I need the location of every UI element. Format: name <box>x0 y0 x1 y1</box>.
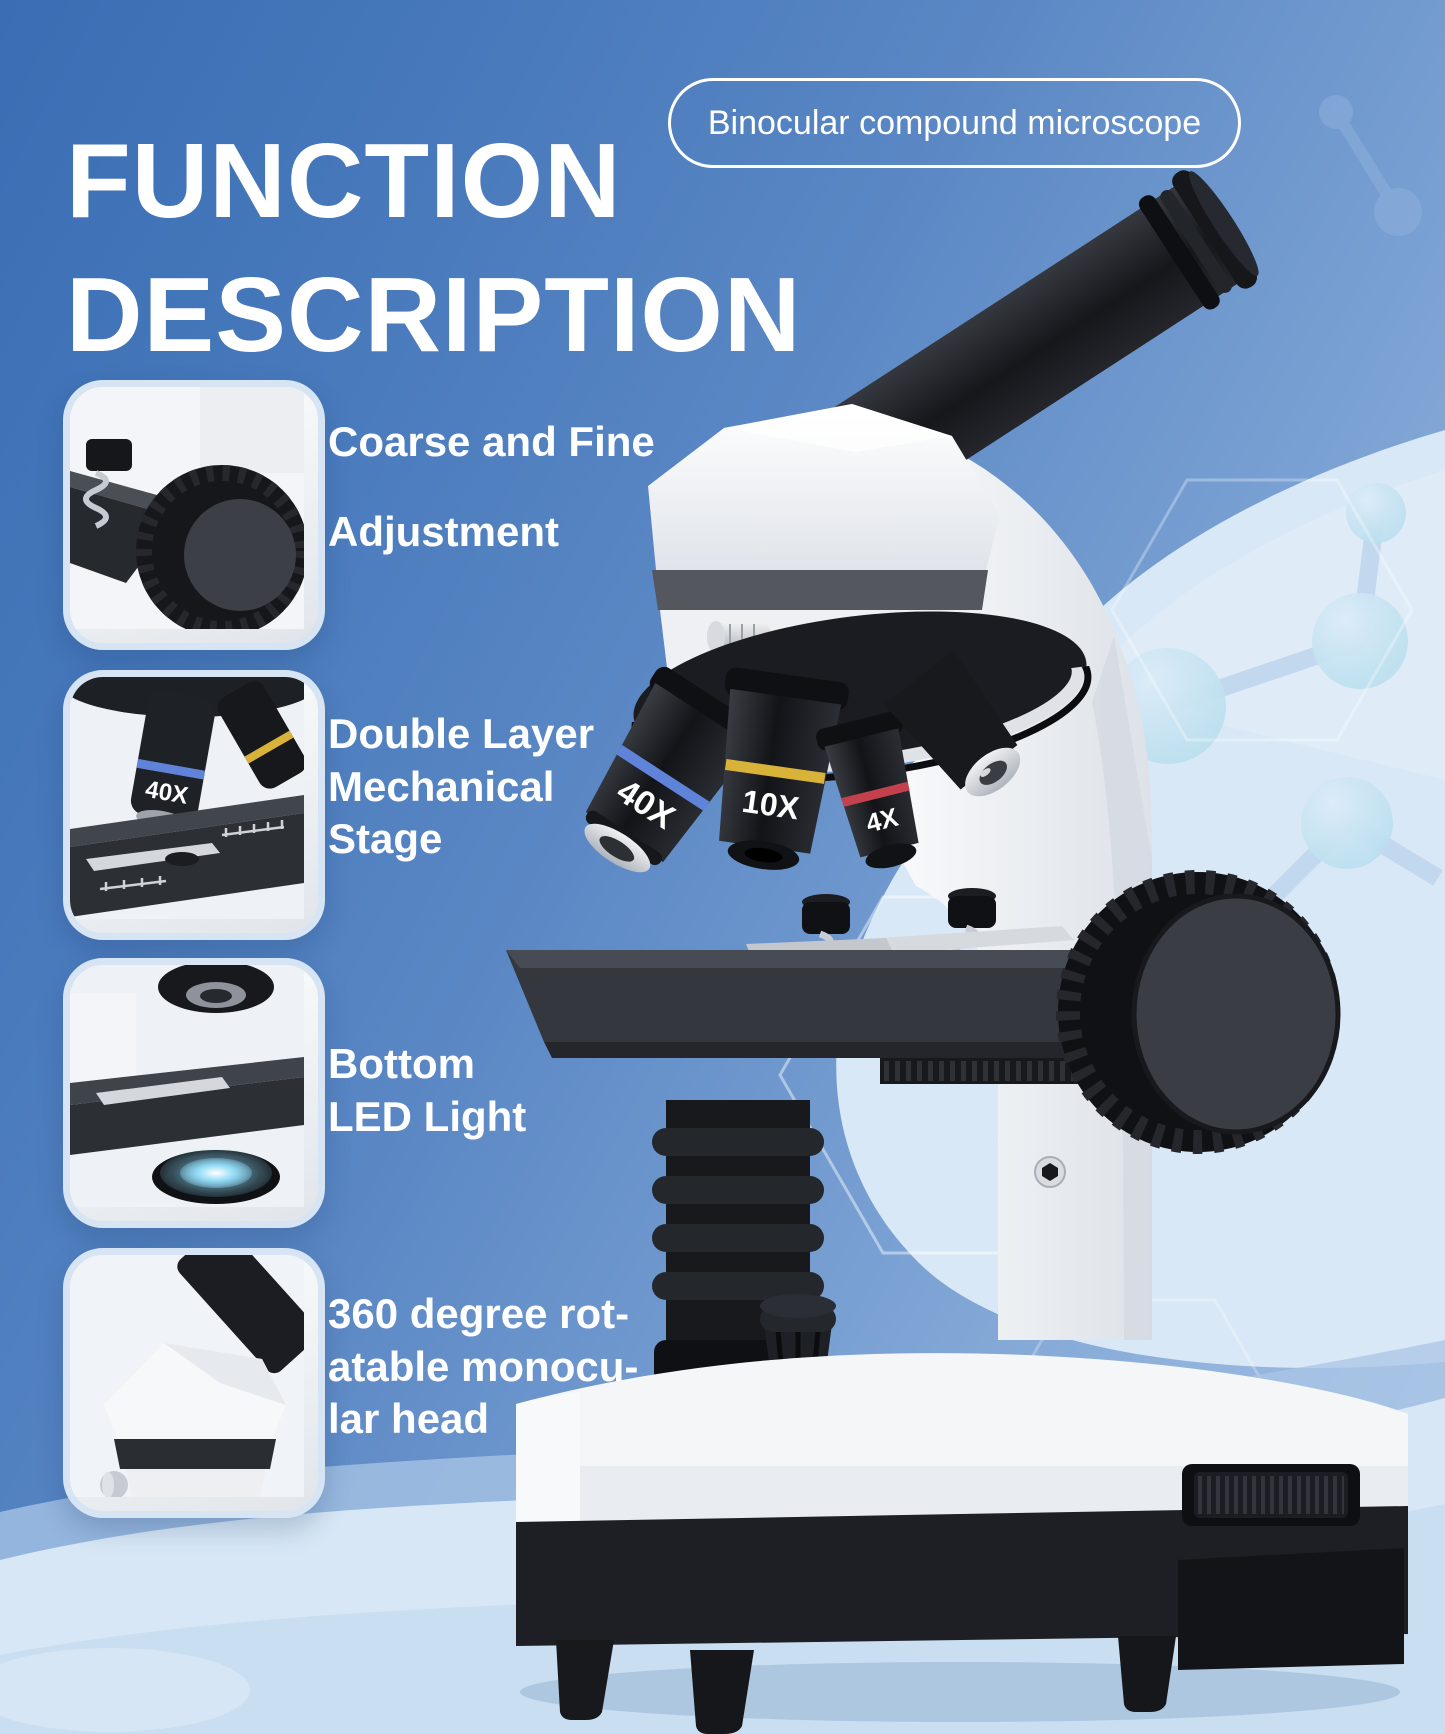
objectives-over-stage-icon: 40X <box>70 677 304 919</box>
monocular-head-icon <box>70 1255 304 1497</box>
feature-label-coarse-fine: Coarse and Fine Adjustment <box>328 418 655 556</box>
monocular-head <box>648 404 1000 570</box>
page-title: FUNCTION DESCRIPTION <box>66 115 801 382</box>
feature-line: lar head <box>328 1395 490 1442</box>
stage-gear-rack <box>880 1058 1138 1084</box>
objective-10x-label: 10X <box>740 783 802 827</box>
base-foot <box>690 1650 754 1734</box>
feature-line: Adjustment <box>328 508 559 556</box>
feature-label-led-light: Bottom LED Light <box>328 1038 526 1143</box>
nosepiece-turret <box>631 611 1092 783</box>
hexagon-outlines <box>778 478 1414 1562</box>
head-lower-box <box>660 610 982 676</box>
arm-shading <box>1092 636 1152 1340</box>
stage-bottom-edge <box>544 1042 1134 1058</box>
eyepiece-rim <box>1188 171 1259 276</box>
badge-pill: Binocular compound microscope <box>668 78 1241 168</box>
led-under-stage-icon <box>70 965 304 1207</box>
head-facet-highlight <box>724 404 952 452</box>
feature-line: Stage <box>328 815 443 862</box>
feature-line: Bottom <box>328 1040 475 1087</box>
molecule-bonds <box>1165 511 1443 912</box>
backdrop-highlight <box>1080 470 1445 780</box>
base-shadow <box>520 1662 1400 1722</box>
objective-4x-ring <box>841 781 910 807</box>
light-blue-backdrop <box>836 430 1445 1368</box>
arm-pin <box>1154 1122 1166 1134</box>
microscope-arm <box>868 430 1152 1340</box>
slide-clip <box>880 926 1074 954</box>
base-foot <box>1118 1636 1176 1712</box>
head-lock-knob <box>707 621 770 653</box>
arm-hex-screw <box>1034 1156 1066 1188</box>
turret-silver-ring <box>636 662 1085 774</box>
focus-knob-closeup-icon <box>70 387 304 629</box>
title-line-2: DESCRIPTION <box>66 255 802 374</box>
thumbnail-coarse-fine-adjustment <box>63 380 325 650</box>
stage <box>506 888 1138 1084</box>
feature-line: Coarse and Fine <box>328 418 655 465</box>
stage-top-face <box>506 950 1112 968</box>
base-foot <box>556 1640 614 1720</box>
feature-line: LED Light <box>328 1092 527 1140</box>
thumbnail-bottom-led-light <box>63 958 325 1228</box>
stage-clip-screw <box>948 888 996 960</box>
base-right-foot-block <box>1178 1548 1404 1670</box>
feature-line: 360 degree rot- <box>328 1290 630 1337</box>
stage-clip-screw <box>802 894 850 966</box>
arm-hex-screw-socket <box>1042 1163 1058 1181</box>
badge-label: Binocular compound microscope <box>707 103 1202 142</box>
base <box>516 1353 1408 1734</box>
bottom-wave-base <box>0 1504 1445 1734</box>
eyepiece-tube <box>802 170 1259 524</box>
feature-line: atable monocu- <box>328 1342 639 1390</box>
feature-line: Mechanical <box>328 762 555 810</box>
stage-slab <box>506 950 1134 1042</box>
thumbnail-mechanical-stage: 40X <box>63 670 325 940</box>
objective-back <box>884 650 1021 797</box>
faint-molecule <box>1319 95 1422 236</box>
feature-label-rotatable-head: 360 degree rot- atable monocu- lar head <box>328 1288 638 1446</box>
coarse-focus-knob <box>1056 870 1341 1154</box>
slide-clip-arm <box>746 938 892 958</box>
brightness-dial <box>1182 1464 1360 1526</box>
objective-10x: 10X <box>719 667 849 870</box>
condenser-lens-stack <box>652 1100 824 1396</box>
objective-4x: 4X <box>816 711 919 869</box>
molecule-atoms <box>1110 483 1408 869</box>
base-top <box>516 1353 1408 1468</box>
base-black-band <box>516 1506 1408 1646</box>
objective-4x-label: 4X <box>863 801 902 838</box>
base-front <box>516 1404 1408 1524</box>
diaphragm-knob <box>744 1294 852 1454</box>
head-gray-band <box>652 570 988 610</box>
feature-label-mechanical-stage: Double Layer Mechanical Stage <box>328 708 594 866</box>
title-line-1: FUNCTION <box>66 122 622 241</box>
feature-line: Double Layer <box>328 710 595 757</box>
objective-10x-ring <box>724 759 826 784</box>
objective-40x-ring <box>616 745 710 811</box>
thumbnail-monocular-head <box>63 1248 325 1518</box>
bottom-glow <box>0 1648 250 1732</box>
objective-40x-label: 40X <box>610 772 682 837</box>
